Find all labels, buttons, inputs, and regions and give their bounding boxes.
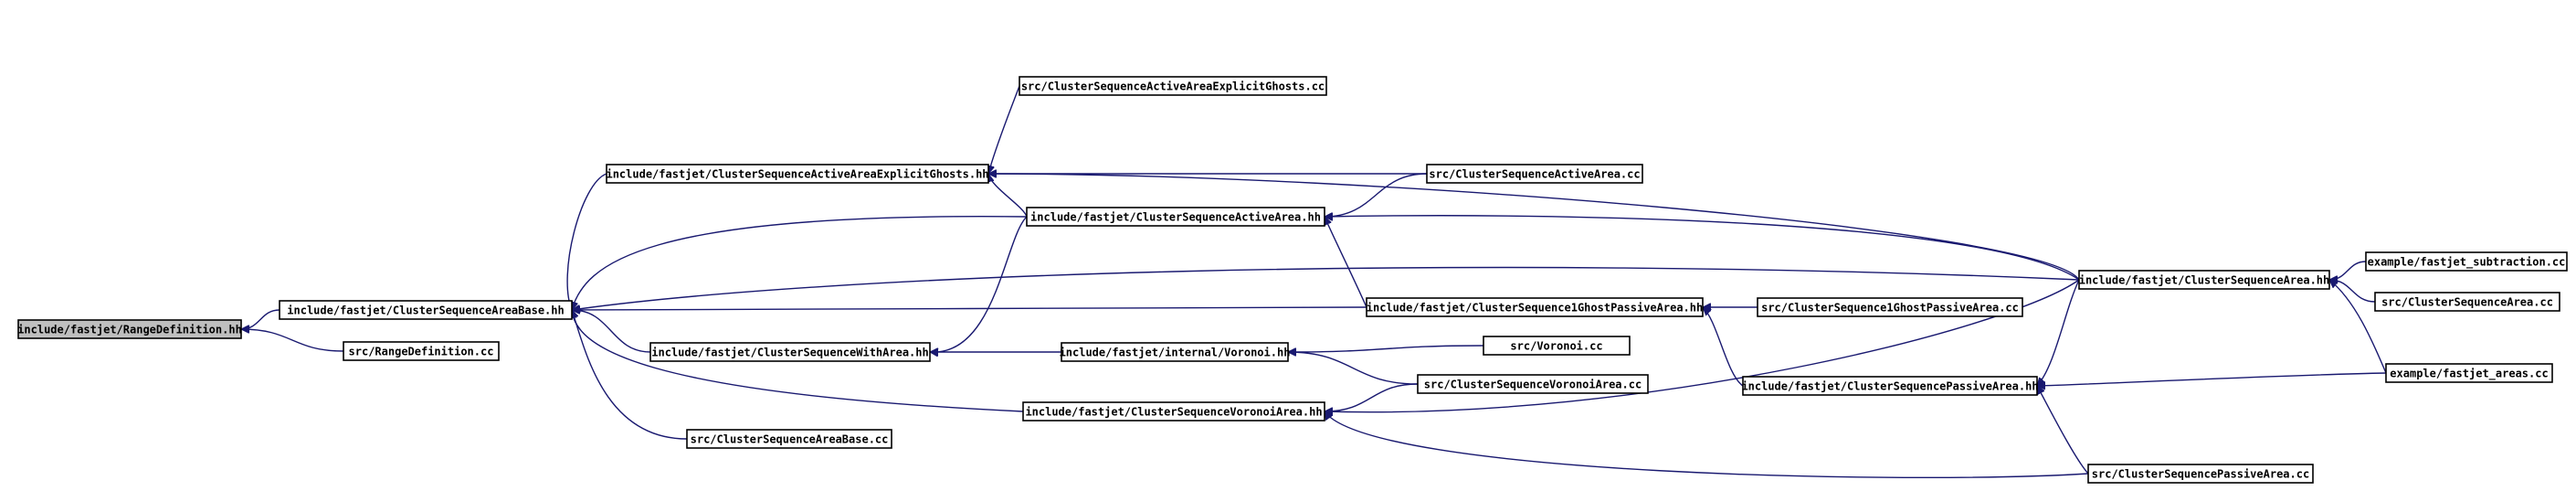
node-box <box>1742 376 2038 396</box>
edge-csarea_cc-to-csarea_hh <box>2329 280 2376 303</box>
edge-cspa_cc-to-csva_hh <box>1325 411 2089 479</box>
edge-voronoi_cc-to-voronoi_hh <box>1288 345 1484 352</box>
node-label: include/fastjet/ClusterSequencePassiveAr… <box>1741 380 2038 393</box>
node-csab-cc[interactable]: src/ClusterSequenceAreaBase.cc <box>686 429 892 449</box>
node-box <box>649 342 931 362</box>
node-voronoi-hh[interactable]: include/fastjet/internal/Voronoi.hh <box>1060 342 1291 362</box>
edge-csarea_hh-to-csab_hh <box>572 266 2080 310</box>
node-csarea-hh[interactable]: include/fastjet/ClusterSequenceArea.hh <box>2078 270 2330 290</box>
node-box <box>17 319 242 339</box>
node-label: include/fastjet/ClusterSequenceActiveAre… <box>1030 211 1321 224</box>
node-box <box>2374 292 2560 312</box>
node-label: src/Voronoi.cc <box>1510 340 1602 353</box>
node-box <box>686 429 892 449</box>
node-label: include/fastjet/ClusterSequenceWithArea.… <box>651 347 928 359</box>
edge-csaaeg_cc-to-csaaeg_hh <box>988 85 1020 174</box>
node-csva-cc[interactable]: src/ClusterSequenceVoronoiArea.cc <box>1417 374 1649 394</box>
node-box <box>1019 76 1327 96</box>
node-label: src/ClusterSequenceArea.cc <box>2381 296 2553 309</box>
node-box <box>1417 374 1649 394</box>
node-rangedef-cc[interactable]: src/RangeDefinition.cc <box>343 341 500 361</box>
node-csab-hh[interactable]: include/fastjet/ClusterSequenceAreaBase.… <box>279 300 573 320</box>
node-rangedef-hh[interactable]: include/fastjet/RangeDefinition.hh <box>17 319 242 339</box>
node-fj-sub-cc[interactable]: example/fastjet_subtraction.cc <box>2365 251 2568 272</box>
edge-csab_hh-to-rangedef_hh <box>240 309 280 329</box>
node-cspa-cc[interactable]: src/ClusterSequencePassiveArea.cc <box>2087 464 2314 484</box>
edge-cs1gpa_hh-to-csaa_hh <box>1325 217 1367 308</box>
node-label: include/fastjet/ClusterSequenceActiveAre… <box>606 168 988 181</box>
node-label: include/fastjet/ClusterSequenceAreaBase.… <box>287 304 564 317</box>
edge-fj_sub_cc-to-csarea_hh <box>2328 261 2367 280</box>
node-label: include/fastjet/ClusterSequenceVoronoiAr… <box>1025 406 1322 419</box>
node-box <box>1426 164 1643 184</box>
edge-fj_areas_cc-to-cspa_hh <box>2037 372 2387 386</box>
edge-csab_cc-to-csab_hh <box>572 310 688 440</box>
edge-csarea_hh-to-csaaeg_hh <box>988 174 2080 281</box>
node-box <box>1026 207 1325 227</box>
node-cs1gpa-cc[interactable]: src/ClusterSequence1GhostPassiveArea.cc <box>1757 297 2023 317</box>
node-label: src/ClusterSequenceVoronoiArea.cc <box>1424 379 1642 391</box>
edge-fj_areas_cc-to-csarea_hh <box>2329 280 2387 374</box>
node-box <box>2078 270 2330 290</box>
edge-cs1gpa_hh-to-csab_hh <box>572 307 1367 310</box>
node-box <box>2385 363 2553 383</box>
edge-csaa_hh-to-cswa_hh <box>930 216 1028 352</box>
edge-rangedef_cc-to-rangedef_hh <box>241 329 344 352</box>
edge-layer <box>240 85 2387 479</box>
node-box <box>1366 297 1704 317</box>
edge-cspa_hh-to-cs1gpa_hh <box>1703 307 1744 387</box>
node-label: example/fastjet_areas.cc <box>2390 368 2548 381</box>
node-label: src/ClusterSequenceActiveAreaExplicitGho… <box>1021 80 1325 93</box>
edge-csarea_hh-to-cspa_hh <box>2037 279 2080 386</box>
edge-csarea_hh-to-csaa_hh <box>1325 216 2080 281</box>
node-box <box>279 300 573 320</box>
node-label: example/fastjet_subtraction.cc <box>2368 256 2566 270</box>
node-label: src/ClusterSequence1GhostPassiveArea.cc <box>1761 302 2019 315</box>
node-box <box>1061 342 1289 362</box>
node-box <box>1757 297 2023 317</box>
node-csaaeg-cc[interactable]: src/ClusterSequenceActiveAreaExplicitGho… <box>1019 76 1327 96</box>
node-box <box>606 164 989 184</box>
node-label: src/ClusterSequencePassiveArea.cc <box>2092 468 2309 481</box>
edge-csaa_hh-to-csaaeg_hh <box>988 174 1028 218</box>
edge-csva_cc-to-csva_hh <box>1325 383 1419 411</box>
node-csva-hh[interactable]: include/fastjet/ClusterSequenceVoronoiAr… <box>1022 401 1325 422</box>
edge-cspa_cc-to-cspa_hh <box>2036 386 2089 475</box>
edge-csva_hh-to-csab_hh <box>572 310 1024 412</box>
node-label: include/fastjet/internal/Voronoi.hh <box>1060 347 1291 359</box>
edge-cswa_hh-to-csab_hh <box>572 310 651 353</box>
node-box <box>2087 464 2314 484</box>
node-csaa-hh[interactable]: include/fastjet/ClusterSequenceActiveAre… <box>1026 207 1325 227</box>
node-label: include/fastjet/RangeDefinition.hh <box>17 324 242 336</box>
node-cs1gpa-hh[interactable]: include/fastjet/ClusterSequence1GhostPas… <box>1366 297 1704 317</box>
node-cspa-hh[interactable]: include/fastjet/ClusterSequencePassiveAr… <box>1741 376 2039 396</box>
node-box <box>343 341 500 361</box>
node-csaaeg-hh[interactable]: include/fastjet/ClusterSequenceActiveAre… <box>606 164 989 184</box>
edge-csarea_hh-to-csva_hh <box>1325 279 2080 412</box>
node-box <box>1022 401 1325 422</box>
node-csaa-cc[interactable]: src/ClusterSequenceActiveArea.cc <box>1426 164 1643 184</box>
node-csarea-cc[interactable]: src/ClusterSequenceArea.cc <box>2374 292 2560 312</box>
node-cswa-hh[interactable]: include/fastjet/ClusterSequenceWithArea.… <box>649 342 931 362</box>
node-label: include/fastjet/ClusterSequence1GhostPas… <box>1367 302 1703 315</box>
edge-csva_cc-to-voronoi_hh <box>1288 352 1419 385</box>
node-layer: include/fastjet/RangeDefinition.hh src/Ra… <box>17 76 2568 484</box>
node-voronoi-cc[interactable]: src/Voronoi.cc <box>1483 336 1631 356</box>
node-box <box>2365 251 2568 272</box>
node-label: include/fastjet/ClusterSequenceArea.hh <box>2079 274 2330 287</box>
node-label: src/ClusterSequenceAreaBase.cc <box>691 433 889 446</box>
node-box <box>1483 336 1631 356</box>
node-label: src/RangeDefinition.cc <box>349 346 494 358</box>
node-label: src/ClusterSequenceActiveArea.cc <box>1429 168 1640 181</box>
edge-csaaeg_hh-to-csab_hh <box>567 173 607 310</box>
node-fj-areas-cc[interactable]: example/fastjet_areas.cc <box>2385 363 2553 383</box>
edge-csaa_hh-to-csab_hh <box>572 215 1028 310</box>
edge-csaa_cc-to-csaa_hh <box>1325 173 1428 217</box>
